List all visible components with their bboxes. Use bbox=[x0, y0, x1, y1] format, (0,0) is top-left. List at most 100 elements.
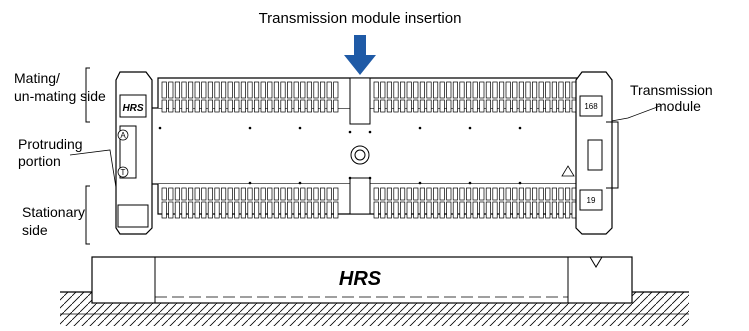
contact-slot bbox=[518, 99, 524, 113]
contact-slot bbox=[525, 201, 531, 219]
contact-slot bbox=[406, 187, 412, 201]
contact-slot bbox=[214, 201, 220, 219]
position-168-label: 168 bbox=[584, 102, 598, 111]
contact-slot bbox=[518, 187, 524, 201]
contact-slot bbox=[505, 187, 511, 201]
transmission-label-line1: Transmission bbox=[630, 82, 713, 98]
contact-slot bbox=[221, 201, 227, 219]
contact-slot bbox=[479, 201, 485, 219]
alignment-dot bbox=[418, 126, 422, 130]
left-end-block bbox=[115, 71, 153, 235]
contact-slot bbox=[254, 201, 260, 219]
contact-slot bbox=[181, 187, 187, 201]
contact-slot bbox=[194, 201, 200, 219]
contact-slot bbox=[459, 99, 465, 113]
contact-slot bbox=[320, 187, 326, 201]
contact-slot bbox=[380, 201, 386, 219]
contact-slot bbox=[538, 99, 544, 113]
contact-slot bbox=[492, 187, 498, 201]
contact-slot bbox=[174, 99, 180, 113]
contact-slot bbox=[267, 99, 273, 113]
contact-slot bbox=[188, 187, 194, 201]
contact-slot bbox=[168, 187, 174, 201]
contact-slot bbox=[280, 201, 286, 219]
contact-slot bbox=[406, 201, 412, 219]
protruding-label-line1: Protruding bbox=[18, 136, 83, 152]
contact-slot bbox=[472, 201, 478, 219]
alignment-dot bbox=[368, 130, 372, 134]
contact-slot bbox=[525, 81, 531, 99]
contact-slot bbox=[181, 99, 187, 113]
contact-slot bbox=[240, 81, 246, 99]
contact-slot bbox=[247, 201, 253, 219]
contact-slot bbox=[326, 99, 332, 113]
contact-slot bbox=[373, 201, 379, 219]
contact-slot bbox=[306, 187, 312, 201]
contact-slot bbox=[419, 201, 425, 219]
contact-slot bbox=[240, 187, 246, 201]
mating-side-label-line2: un-mating side bbox=[14, 88, 106, 104]
contact-slot bbox=[194, 81, 200, 99]
contact-slot bbox=[207, 201, 213, 219]
contact-slot bbox=[386, 187, 392, 201]
contact-slot bbox=[446, 81, 452, 99]
diagram-title: Transmission module insertion bbox=[259, 10, 462, 27]
contact-slot bbox=[333, 201, 339, 219]
contact-slot bbox=[174, 201, 180, 219]
contact-slot bbox=[538, 81, 544, 99]
contact-slot bbox=[479, 187, 485, 201]
contact-slot bbox=[267, 187, 273, 201]
contact-slot bbox=[254, 81, 260, 99]
contact-slot bbox=[512, 201, 518, 219]
contact-slot bbox=[300, 99, 306, 113]
contact-slot bbox=[260, 187, 266, 201]
contact-slot bbox=[545, 81, 551, 99]
contact-slot bbox=[565, 99, 571, 113]
contact-slot bbox=[551, 81, 557, 99]
contact-slot bbox=[207, 99, 213, 113]
contact-slot bbox=[161, 201, 167, 219]
alignment-dot bbox=[158, 126, 162, 130]
contact-slot bbox=[485, 201, 491, 219]
contact-slot bbox=[280, 187, 286, 201]
right-end-block bbox=[575, 71, 619, 235]
contact-slot bbox=[512, 99, 518, 113]
contact-slot bbox=[439, 201, 445, 219]
contact-slot bbox=[161, 99, 167, 113]
contact-slot bbox=[300, 81, 306, 99]
contact-slot bbox=[393, 187, 399, 201]
contact-slot bbox=[558, 81, 564, 99]
contact-slot bbox=[565, 201, 571, 219]
transmission-leader-line bbox=[605, 105, 661, 123]
contact-slot bbox=[201, 187, 207, 201]
circle-t-text: T bbox=[121, 168, 126, 177]
contact-slot bbox=[565, 81, 571, 99]
left-hrs-logo: HRS bbox=[122, 103, 143, 114]
contact-slot bbox=[174, 187, 180, 201]
contact-slot bbox=[499, 201, 505, 219]
contact-slot bbox=[532, 187, 538, 201]
contact-slot bbox=[393, 81, 399, 99]
alignment-dot bbox=[468, 181, 472, 185]
contact-slot bbox=[380, 187, 386, 201]
side-view-hrs-logo: HRS bbox=[339, 268, 382, 290]
contact-slot bbox=[446, 201, 452, 219]
contact-slot bbox=[446, 99, 452, 113]
contact-slot bbox=[492, 99, 498, 113]
contact-slot bbox=[201, 201, 207, 219]
contact-slot bbox=[538, 187, 544, 201]
contact-slot bbox=[293, 99, 299, 113]
contact-slot bbox=[247, 99, 253, 113]
contact-slot bbox=[426, 187, 432, 201]
contact-slot bbox=[386, 201, 392, 219]
contact-slot bbox=[207, 81, 213, 99]
contact-slot bbox=[273, 201, 279, 219]
contact-slot bbox=[326, 81, 332, 99]
contact-slot bbox=[247, 187, 253, 201]
contact-slot bbox=[181, 81, 187, 99]
contact-comb-rows bbox=[158, 81, 592, 219]
contact-slot bbox=[459, 201, 465, 219]
contact-slot bbox=[492, 81, 498, 99]
contact-slot bbox=[313, 81, 319, 99]
contact-slot bbox=[293, 201, 299, 219]
